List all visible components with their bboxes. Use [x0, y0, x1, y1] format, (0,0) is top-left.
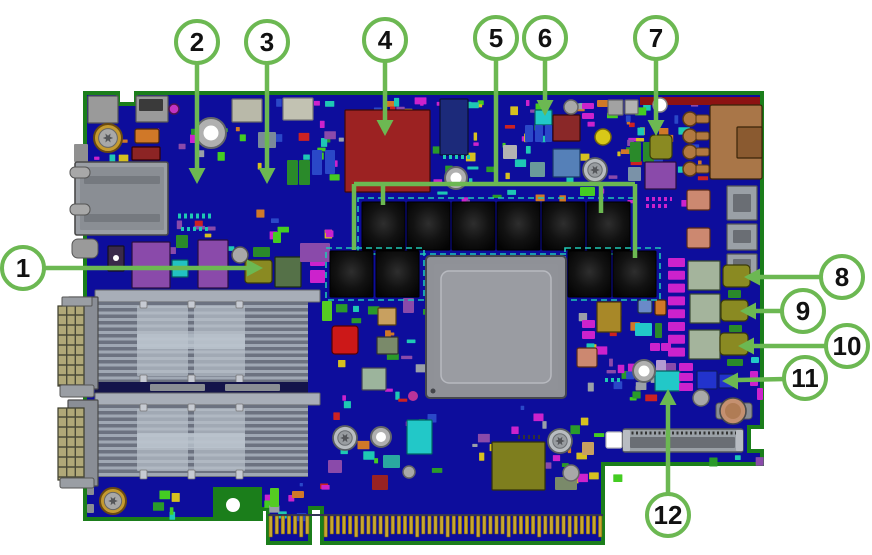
- callout-lines: [44, 58, 826, 494]
- callout-circle: [473, 15, 519, 61]
- callout-number: 12: [654, 500, 683, 530]
- connectors-heatsinks: [57, 161, 744, 538]
- callout-circle: [645, 492, 691, 538]
- callout-circle: [244, 19, 290, 65]
- callout-2-marker: 2: [174, 19, 220, 65]
- callout-number: 1: [16, 253, 30, 283]
- component-scatter: [94, 97, 764, 522]
- major-components: [74, 95, 763, 515]
- callout-7-marker: 7: [633, 15, 679, 61]
- callout-number: 5: [489, 23, 503, 53]
- callout-number: 3: [260, 27, 274, 57]
- callout-12-marker: 12: [645, 492, 691, 538]
- callout-markers: 1 2 3 4 5 6 7 8: [0, 15, 870, 538]
- callout-8-marker: 8: [819, 254, 865, 300]
- callout-circle: [819, 254, 865, 300]
- callout-11-marker: 11: [782, 355, 828, 401]
- callout-circle: [362, 17, 408, 63]
- callout-circle: [0, 245, 46, 291]
- callout-5-marker: 5: [473, 15, 519, 61]
- callout-circle: [780, 288, 826, 334]
- callout-number: 9: [796, 296, 810, 326]
- callout-circle: [174, 19, 220, 65]
- callout-circle: [782, 355, 828, 401]
- callout-number: 7: [649, 23, 663, 53]
- callout-circle: [633, 15, 679, 61]
- callout-number: 11: [791, 363, 819, 393]
- callout-4-marker: 4: [362, 17, 408, 63]
- callout-6-marker: 6: [522, 15, 568, 61]
- callout-number: 6: [538, 23, 552, 53]
- callout-number: 10: [833, 331, 862, 361]
- callout-number: 4: [378, 25, 393, 55]
- callout-number: 2: [190, 27, 204, 57]
- callout-circle: [522, 15, 568, 61]
- callout-10-marker: 10: [824, 323, 870, 369]
- callout-3-marker: 3: [244, 19, 290, 65]
- callout-number: 8: [835, 262, 849, 292]
- callout-1-marker: 1: [0, 245, 46, 291]
- callout-9-marker: 9: [780, 288, 826, 334]
- callout-circle: [824, 323, 870, 369]
